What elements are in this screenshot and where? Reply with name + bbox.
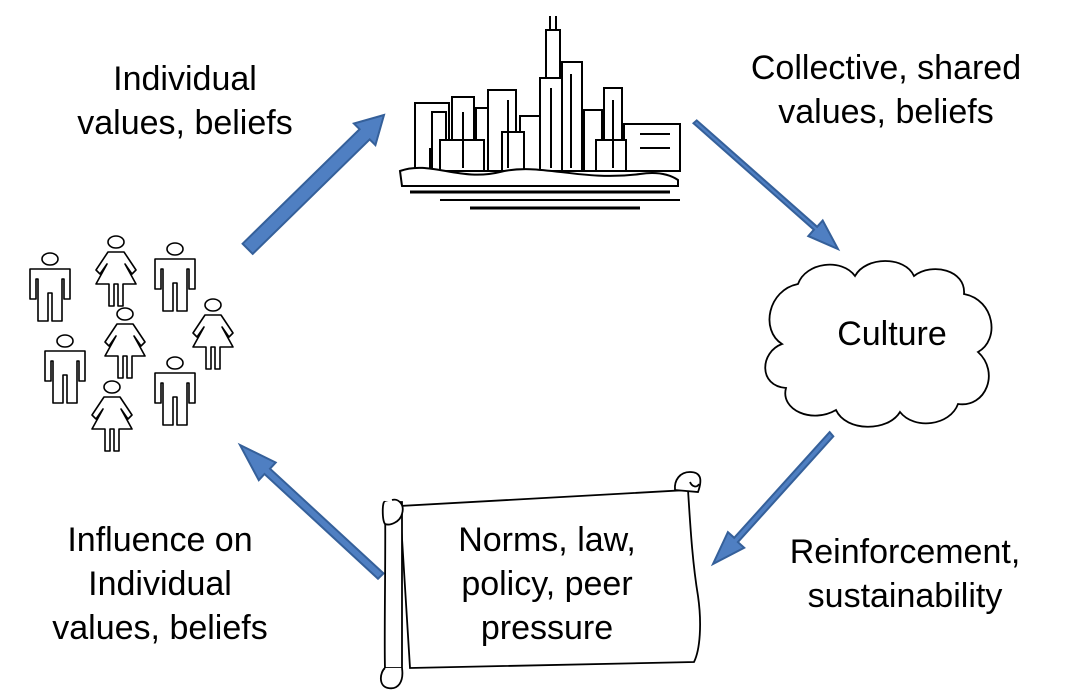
collective-values-label: Collective, shared values, beliefs	[750, 49, 1022, 131]
norms-label: Norms, law, policy, peer pressure	[458, 521, 636, 647]
arrow-culture-to-norms	[710, 430, 835, 567]
cloud-icon	[764, 260, 993, 428]
city-skyline-icon	[398, 16, 681, 210]
scroll-icon	[379, 471, 702, 690]
people-group-icon	[29, 235, 234, 452]
influence-label: Influence on Individual values, beliefs	[52, 521, 268, 647]
arrow-city-to-culture	[691, 119, 841, 252]
reinforcement-label: Reinforcement, sustainability	[789, 533, 1021, 615]
arrow-norms-to-people	[237, 442, 385, 581]
individual-values-label: Individual values, beliefs	[77, 60, 293, 142]
arrow-people-to-city	[241, 113, 386, 256]
culture-label: Culture	[837, 315, 947, 353]
